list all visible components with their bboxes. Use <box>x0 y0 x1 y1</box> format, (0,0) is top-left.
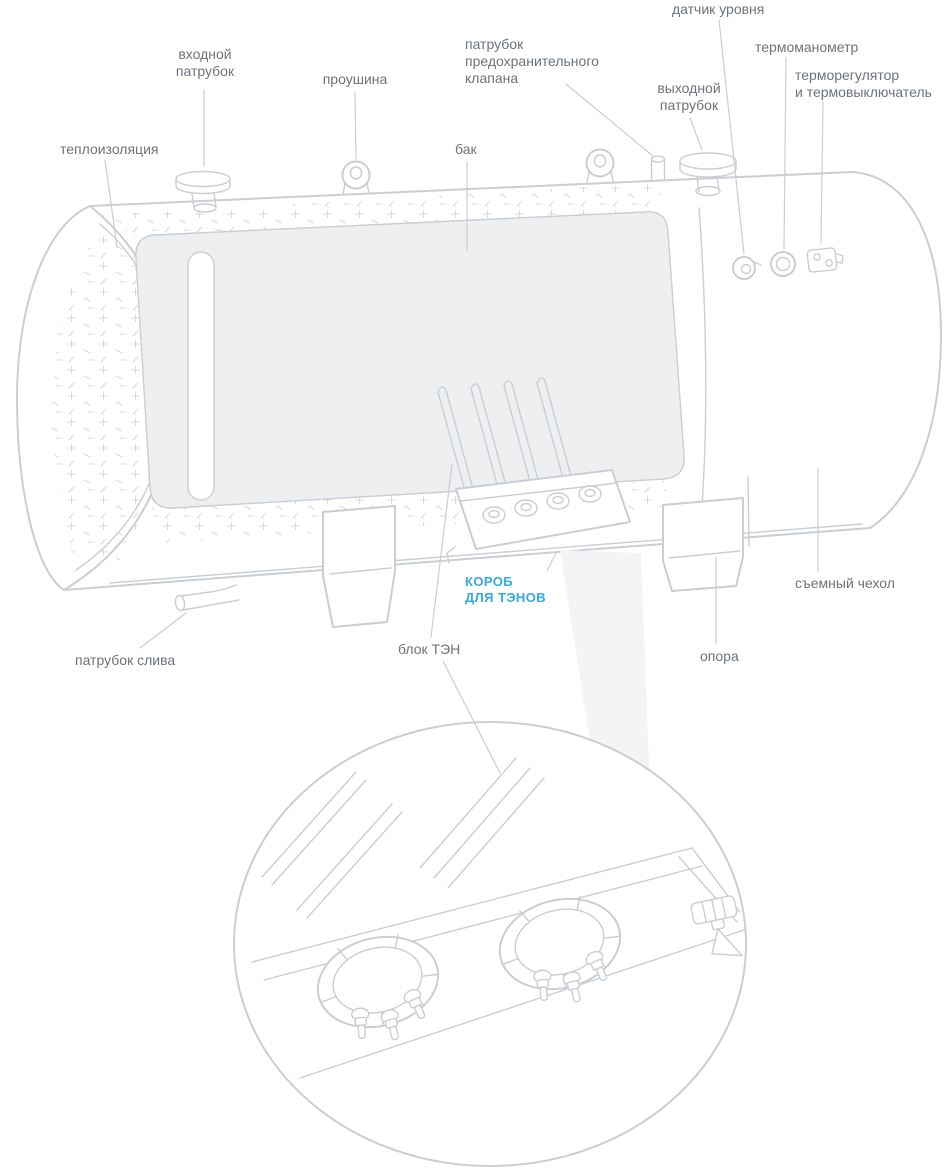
thermomanometer-gauge <box>770 251 796 277</box>
leader-drain-pipe <box>139 612 187 649</box>
inner-pipe <box>187 251 215 501</box>
supports <box>322 497 744 628</box>
inlet-fitting <box>175 170 231 213</box>
lifting-lug <box>341 160 371 196</box>
leader-level-sensor <box>718 19 745 255</box>
label-lug: проушина <box>322 71 388 87</box>
label-tank: бак <box>455 141 477 157</box>
leader-heater-block-detail <box>442 660 501 774</box>
lifting-lug-2 <box>585 148 615 184</box>
instruments <box>732 247 844 280</box>
detail-view <box>233 721 747 1167</box>
label-heater-block: блок ТЭН <box>398 641 461 657</box>
leader-safety-valve-pipe <box>565 83 654 157</box>
leader-lug <box>354 91 357 160</box>
leader-heater-box <box>546 550 558 572</box>
label-insulation: теплоизоляция <box>60 141 159 157</box>
label-safety-valve-pipe: патрубок предохранительного клапана <box>465 36 599 87</box>
leader-outlet <box>689 117 703 151</box>
label-level-sensor: датчик уровня <box>672 1 765 17</box>
label-thermostat: терморегулятор и термовыключатель <box>795 67 932 101</box>
support-right <box>662 497 744 592</box>
leader-heater-block-top <box>430 463 453 638</box>
support-left <box>322 505 396 628</box>
label-heater-box: КОРОБ ДЛЯ ТЭНОВ <box>465 574 547 605</box>
thermostat-unit <box>806 247 844 273</box>
label-thermomanometer: термоманометр <box>755 39 859 55</box>
heater-box <box>446 469 631 564</box>
label-inlet: входной патрубок <box>175 46 235 80</box>
inner-tank-panel <box>135 211 685 509</box>
outlet-fitting <box>679 152 737 197</box>
leader-lines <box>104 19 824 774</box>
leader-thermomanometer <box>783 57 787 250</box>
heater-box-nuts <box>482 485 602 524</box>
label-support: опора <box>700 648 739 664</box>
heating-elements <box>437 377 576 503</box>
leader-thermostat <box>820 101 824 244</box>
level-sensor-device <box>732 256 762 280</box>
safety-valve-fitting <box>650 155 666 182</box>
label-outlet: выходной патрубок <box>657 80 721 114</box>
detail-callout-wedge <box>560 550 650 790</box>
label-removable-cover: съемный чехол <box>795 575 895 591</box>
detail-drain-valve <box>690 895 743 957</box>
leader-insulation <box>104 159 118 248</box>
top-fittings <box>175 148 737 213</box>
label-drain-pipe: патрубок слива <box>75 652 176 668</box>
drain-pipe <box>174 584 240 612</box>
